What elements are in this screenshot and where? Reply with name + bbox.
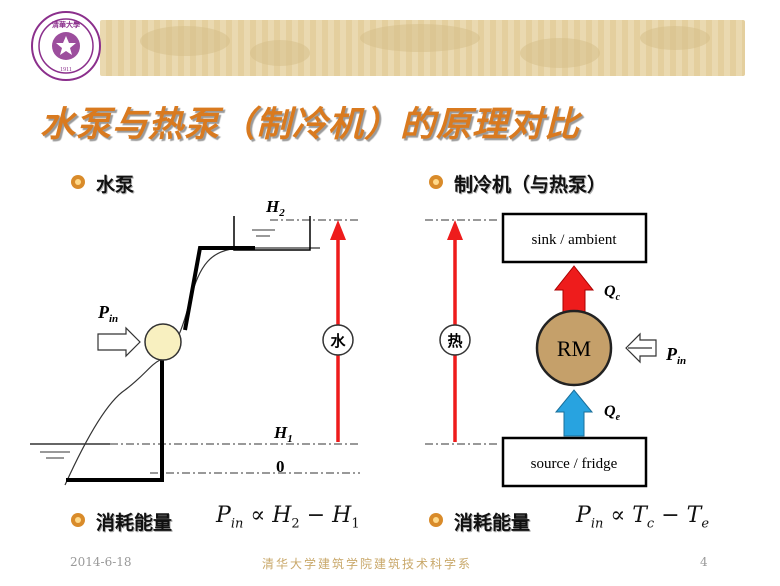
page-number: 4 bbox=[700, 555, 708, 569]
bullet-icon bbox=[71, 175, 85, 189]
qc-arrow bbox=[553, 265, 595, 315]
water-flow-arrowhead bbox=[330, 220, 346, 240]
bullet-icon bbox=[429, 175, 443, 189]
logo-text: 清華大學 bbox=[52, 20, 80, 29]
power-input-arrow bbox=[97, 326, 141, 358]
header-banner bbox=[100, 20, 745, 76]
water-label-circle bbox=[322, 324, 354, 356]
upper-tank bbox=[233, 216, 311, 251]
pin-label: Pin bbox=[97, 302, 118, 325]
pump-circle bbox=[144, 323, 182, 361]
machine-label: RM bbox=[557, 336, 591, 361]
logo-year: 1911 bbox=[60, 67, 72, 73]
map-decoration bbox=[360, 24, 480, 52]
heat-label-circle bbox=[439, 324, 471, 356]
source-label: source / fridge bbox=[531, 456, 618, 472]
right-heading: 制冷机（与热泵） bbox=[454, 174, 607, 196]
page-title: 水泵与热泵（制冷机）的原理对比 bbox=[40, 104, 581, 145]
zero-label: 0 bbox=[276, 457, 285, 476]
power-input-arrow bbox=[625, 332, 657, 364]
qe-arrow bbox=[554, 389, 594, 437]
university-logo: 清華大學 1911 bbox=[31, 11, 101, 81]
refrigeration-machine-circle bbox=[535, 309, 613, 387]
bullet-icon bbox=[71, 513, 85, 527]
map-decoration bbox=[250, 40, 310, 66]
qc-label: Qc bbox=[604, 283, 621, 303]
heat-flow-arrowhead bbox=[447, 220, 463, 240]
qe-label: Qe bbox=[604, 403, 621, 423]
pin-label: Pin bbox=[665, 344, 686, 367]
map-decoration bbox=[640, 26, 710, 50]
bullet-icon bbox=[429, 513, 443, 527]
footer-institution: 清华大学建筑学院建筑技术科学系 bbox=[262, 557, 473, 571]
refrigerator-diagram: 热 sink / ambient source / fridge Qc RM Q… bbox=[425, 212, 686, 488]
map-decoration bbox=[520, 38, 600, 68]
right-formula-label: 消耗能量 bbox=[454, 512, 531, 534]
discharge-pipe bbox=[183, 246, 255, 331]
sink-label: sink / ambient bbox=[532, 232, 618, 248]
left-heading: 水泵 bbox=[96, 174, 135, 196]
water-label: 水 bbox=[330, 332, 346, 350]
h2-label: H2 bbox=[265, 197, 285, 219]
suction-pipe bbox=[66, 355, 164, 482]
footer-date: 2014-6-18 bbox=[70, 555, 132, 569]
left-formula: Pin ∝ H2 − H1 bbox=[216, 503, 360, 532]
left-formula-label: 消耗能量 bbox=[96, 512, 173, 534]
heat-label: 热 bbox=[447, 332, 462, 350]
sink-box bbox=[501, 212, 648, 264]
water-pump-diagram: 水 H2 H1 0 Pin bbox=[30, 197, 360, 486]
h1-label: H1 bbox=[273, 423, 293, 445]
map-decoration bbox=[140, 26, 230, 56]
right-formula: Pin ∝ Tc − Te bbox=[576, 503, 710, 532]
source-box bbox=[501, 436, 648, 488]
